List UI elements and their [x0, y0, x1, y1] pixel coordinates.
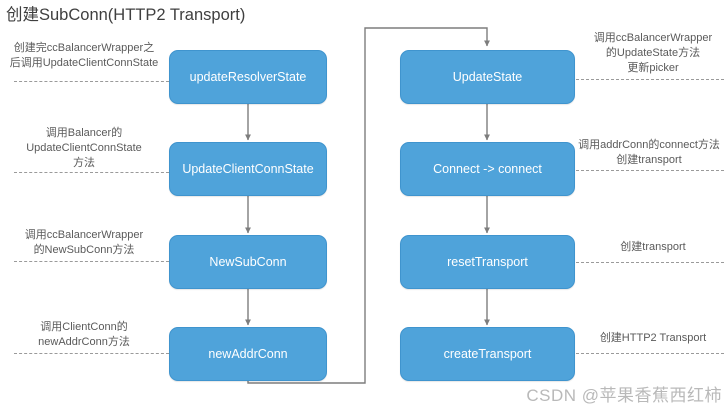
node-updateState[interactable]: UpdateState [400, 50, 575, 104]
leader-line-7 [576, 262, 724, 263]
node-createTransport[interactable]: createTransport [400, 327, 575, 381]
annotation-createTransport: 创建HTTP2 Transport [599, 332, 707, 344]
annotation-updateState: 调用ccBalancerWrapper 的UpdateState方法 更新pic… [593, 32, 713, 74]
annotation-updateClientConnState: 调用Balancer的 UpdateClientConnState 方法 [26, 127, 142, 169]
node-updateClientConnState[interactable]: UpdateClientConnState [169, 142, 327, 196]
annotation-connect: 调用addrConn的connect方法 创建transport [578, 139, 720, 166]
node-connect[interactable]: Connect -> connect [400, 142, 575, 196]
leader-line-2 [14, 172, 169, 173]
node-newAddrConn[interactable]: newAddrConn [169, 327, 327, 381]
page-title: 创建SubConn(HTTP2 Transport) [6, 6, 246, 24]
leader-line-5 [576, 79, 724, 80]
annotation-resetTransport: 创建transport [620, 241, 686, 253]
node-resetTransport[interactable]: resetTransport [400, 235, 575, 289]
annotation-updateResolverState: 创建完ccBalancerWrapper之 后调用UpdateClientCon… [9, 42, 159, 69]
leader-line-1 [14, 81, 169, 82]
csdn-watermark: CSDN @苹果香蕉西红柿 [526, 386, 722, 405]
leader-line-4 [14, 353, 169, 354]
node-updateResolverState[interactable]: updateResolverState [169, 50, 327, 104]
annotation-newAddrConn: 调用ClientConn的 newAddrConn方法 [38, 321, 130, 348]
leader-line-6 [576, 170, 724, 171]
node-newSubConn[interactable]: NewSubConn [169, 235, 327, 289]
leader-line-3 [14, 261, 169, 262]
leader-line-8 [576, 353, 724, 354]
annotation-newSubConn: 调用ccBalancerWrapper 的NewSubConn方法 [24, 229, 144, 256]
